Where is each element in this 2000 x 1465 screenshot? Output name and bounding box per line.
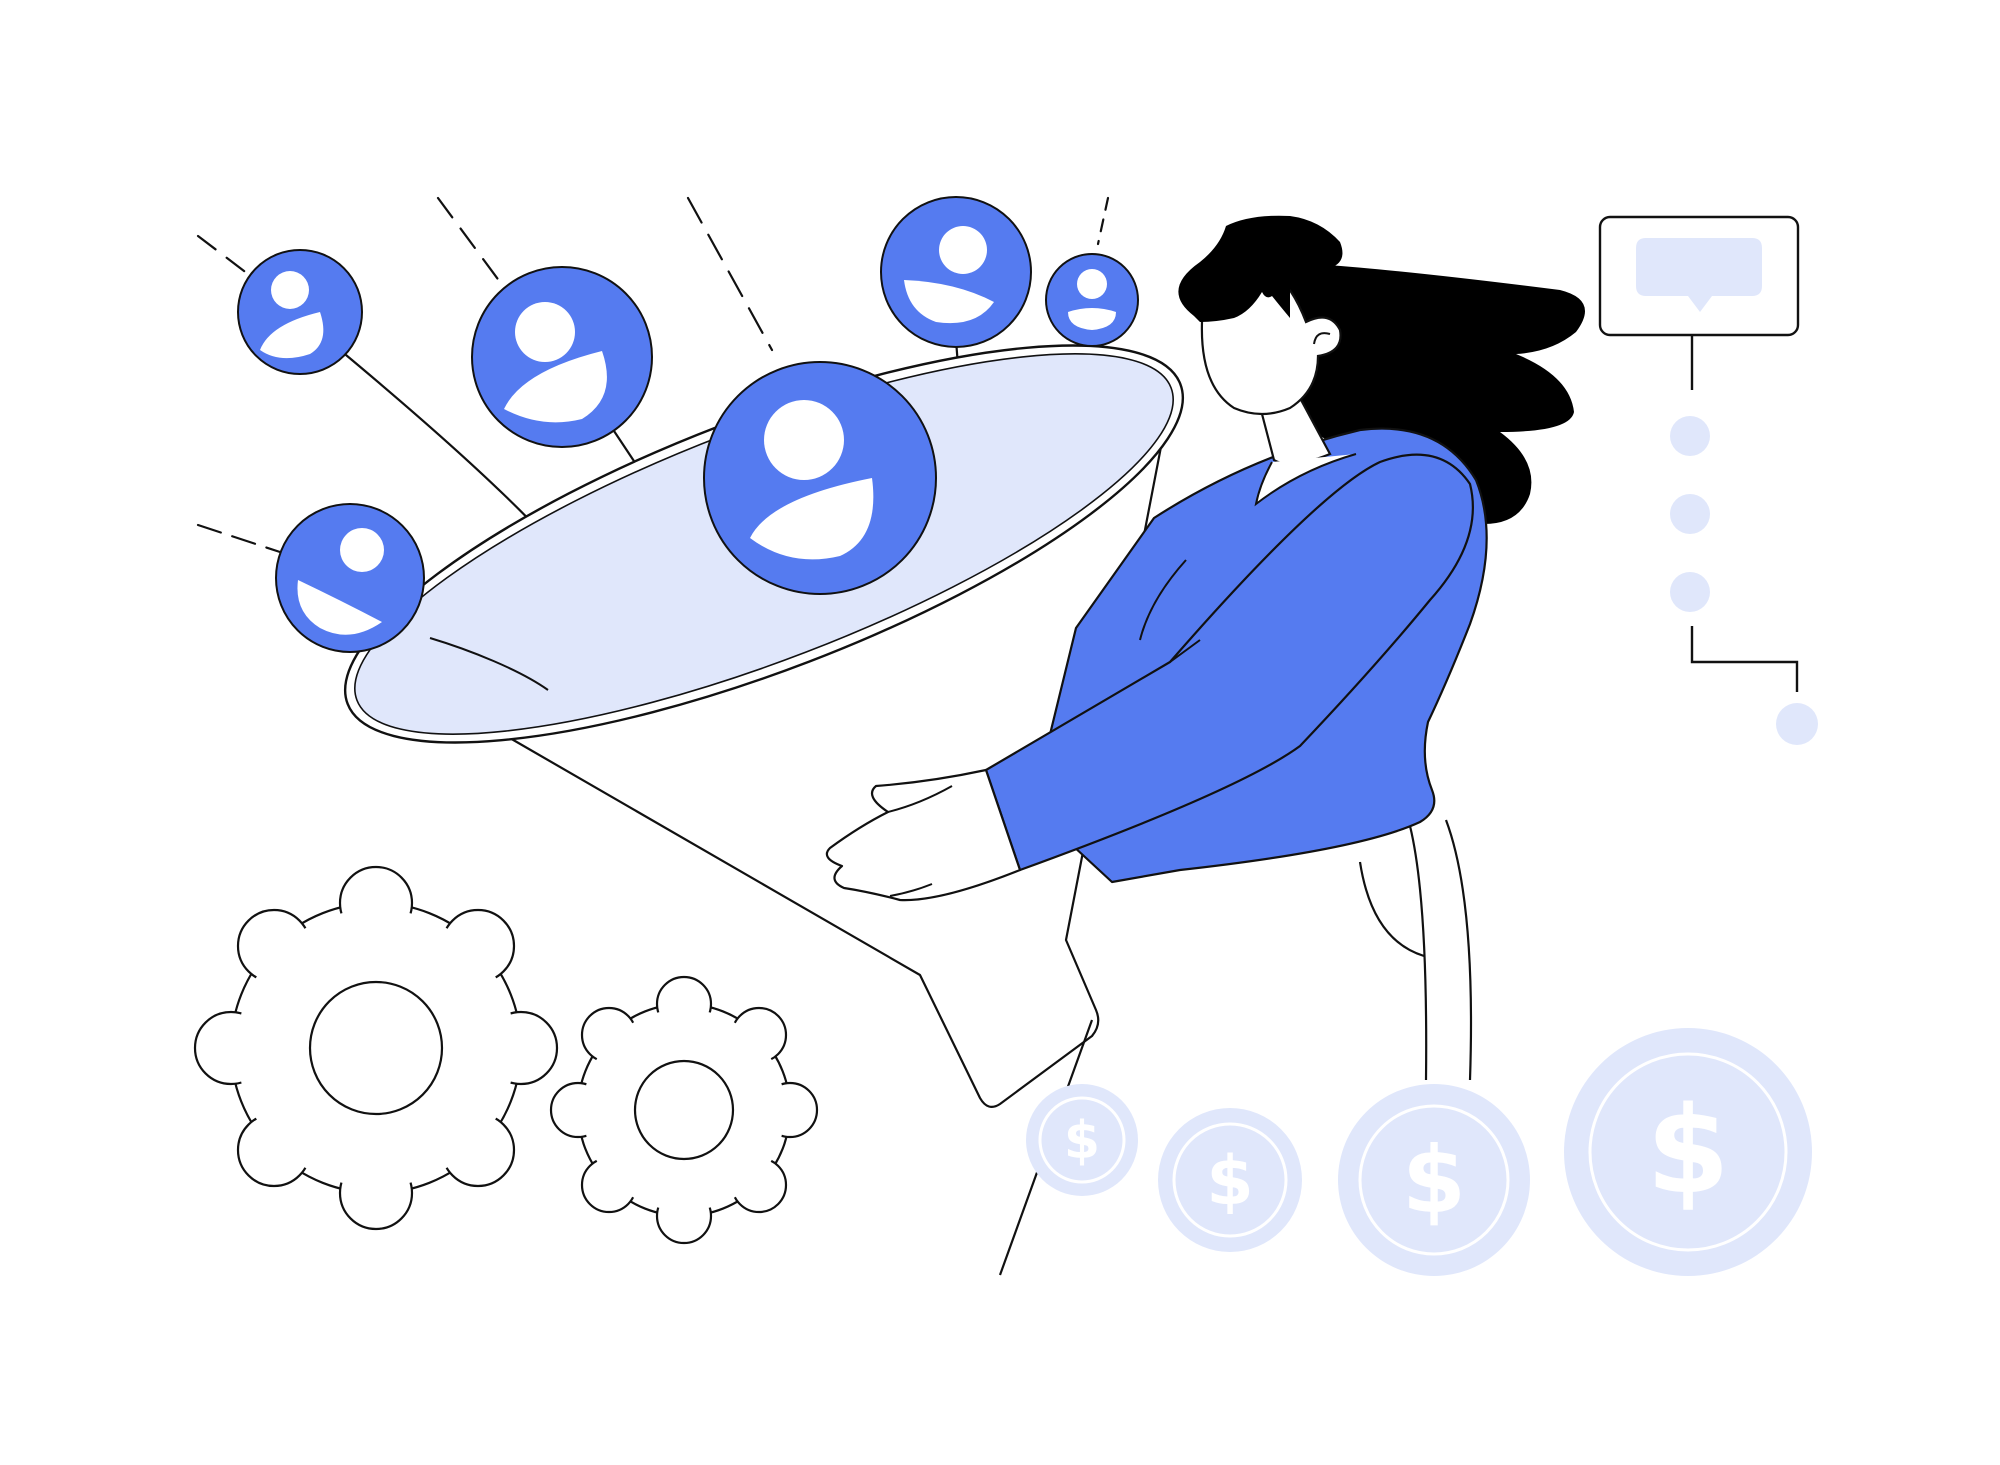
user-avatar-icon (1045, 253, 1139, 347)
progress-dot (1670, 416, 1710, 456)
woman-hair-front (1178, 215, 1343, 322)
woman-finger-line (887, 785, 953, 897)
woman-hair (1262, 262, 1585, 524)
dollar-coin-icon: $ (1564, 1028, 1812, 1276)
chat-panel (1598, 215, 1818, 745)
gears (193, 865, 819, 1245)
funnel-body (495, 399, 1172, 1109)
woman-legs (1358, 819, 1473, 1081)
svg-text:$: $ (1064, 1111, 1100, 1171)
svg-text:$: $ (1646, 1082, 1730, 1221)
trajectory-line-1 (196, 234, 250, 276)
user-avatar-icon (237, 249, 363, 375)
connector-elbow (1690, 626, 1799, 692)
dollar-coin-icon: $ (1338, 1084, 1530, 1276)
trajectory-line-4 (196, 523, 282, 554)
funnel-inner-line-1 (429, 637, 549, 691)
gear-icon (193, 865, 559, 1231)
trajectory-line-3 (686, 196, 774, 352)
svg-text:$: $ (1206, 1142, 1253, 1221)
svg-text:$: $ (1402, 1127, 1466, 1234)
woman-figure (825, 215, 1585, 1081)
progress-dot (1776, 703, 1818, 745)
woman-collar (1254, 453, 1357, 507)
chat-bubble-icon (1636, 238, 1762, 312)
trajectory-line-2 (436, 196, 502, 284)
woman-hand (825, 768, 1022, 902)
user-avatar-icon (275, 503, 425, 653)
woman-arm (984, 453, 1474, 872)
user-avatar-icon (703, 361, 937, 595)
dollar-coin-icon: $ (1158, 1108, 1302, 1252)
coins: $ $ $ $ (1026, 1028, 1812, 1276)
dollar-coin-icon: $ (1026, 1084, 1138, 1196)
user-avatar-icon (471, 266, 653, 448)
woman-ear (1313, 332, 1331, 345)
progress-dot (1670, 572, 1710, 612)
user-avatar-icon (880, 196, 1032, 348)
progress-dot (1670, 494, 1710, 534)
gear-icon (549, 975, 819, 1245)
woman-sleeve-fold (1139, 559, 1201, 663)
user-avatars (237, 196, 1139, 653)
trajectory-line-5 (1096, 196, 1110, 246)
